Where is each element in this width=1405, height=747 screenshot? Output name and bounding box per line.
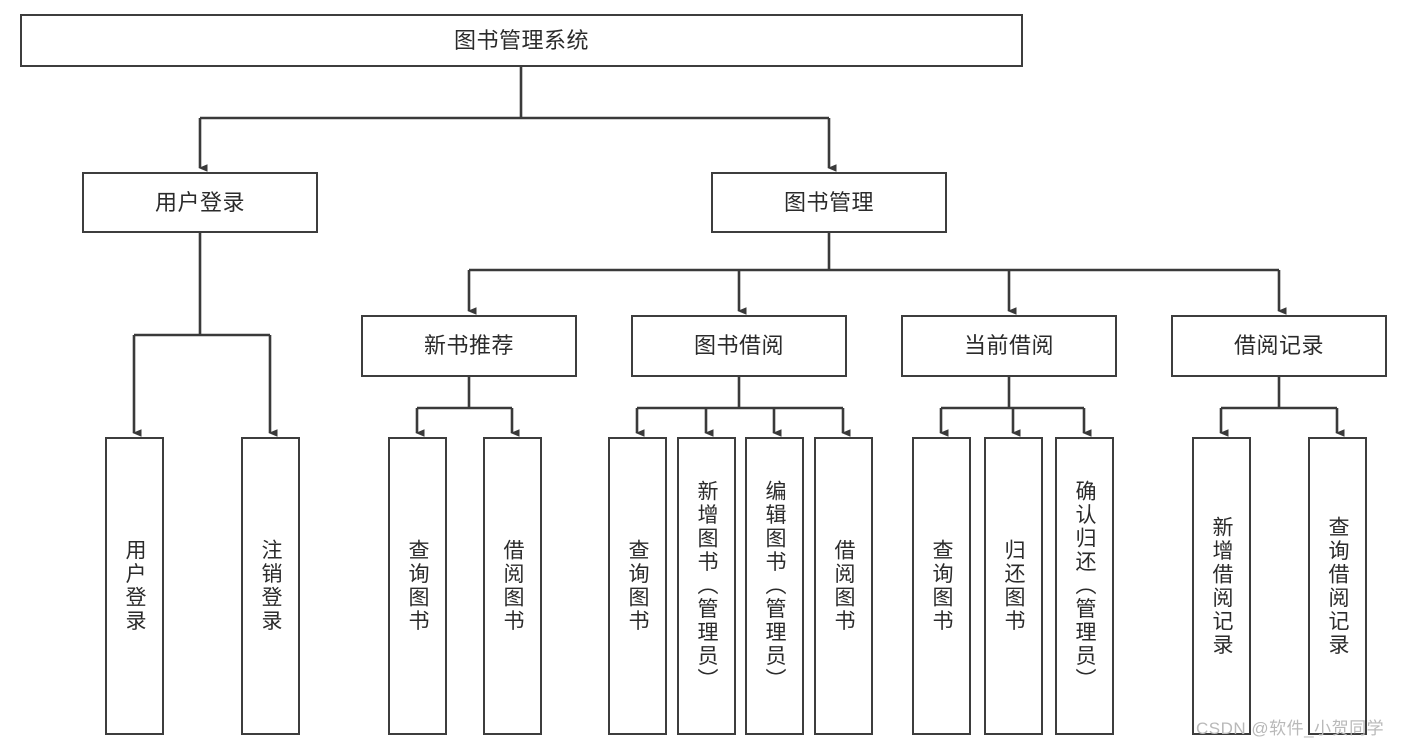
node-borrow-record-label: 借阅记录 [1233, 333, 1324, 359]
node-leaf-rec-add-label: 新增借阅记录 [1210, 515, 1233, 657]
node-leaf-cur-confirm-label: 确认归还（管理员） [1073, 480, 1096, 692]
node-leaf-borrow-edit-label: 编辑图书（管理员） [763, 480, 786, 692]
node-leaf-rec-borrow-label: 借阅图书 [501, 539, 524, 633]
node-book-borrow[interactable]: 图书借阅 [631, 315, 847, 377]
node-leaf-rec-query[interactable]: 查询图书 [388, 437, 447, 735]
node-root[interactable]: 图书管理系统 [20, 14, 1023, 67]
node-leaf-rec-query-label: 查询图书 [406, 539, 429, 633]
node-leaf-user-logout-label: 注销登录 [259, 539, 282, 633]
node-current-borrow-label: 当前借阅 [963, 333, 1054, 359]
node-leaf-borrow-add[interactable]: 新增图书（管理员） [677, 437, 736, 735]
node-leaf-cur-return-label: 归还图书 [1002, 539, 1025, 633]
node-book-borrow-label: 图书借阅 [693, 333, 784, 359]
node-book-manage-label: 图书管理 [783, 189, 874, 215]
node-borrow-record[interactable]: 借阅记录 [1171, 315, 1387, 377]
node-current-borrow[interactable]: 当前借阅 [901, 315, 1117, 377]
node-leaf-user-login-label: 用户登录 [123, 539, 146, 633]
node-leaf-rec-borrow[interactable]: 借阅图书 [483, 437, 542, 735]
node-user-login-label: 用户登录 [154, 189, 245, 215]
node-leaf-borrow-edit[interactable]: 编辑图书（管理员） [745, 437, 804, 735]
node-leaf-cur-query[interactable]: 查询图书 [912, 437, 971, 735]
node-leaf-borrow-do[interactable]: 借阅图书 [814, 437, 873, 735]
node-leaf-rec-find-label: 查询借阅记录 [1326, 515, 1349, 657]
node-leaf-cur-confirm[interactable]: 确认归还（管理员） [1055, 437, 1114, 735]
node-leaf-borrow-do-label: 借阅图书 [832, 539, 855, 633]
node-new-book-rec-label: 新书推荐 [423, 333, 514, 359]
node-leaf-rec-add[interactable]: 新增借阅记录 [1192, 437, 1251, 735]
node-leaf-user-login[interactable]: 用户登录 [105, 437, 164, 735]
node-root-label: 图书管理系统 [453, 27, 589, 53]
node-new-book-rec[interactable]: 新书推荐 [361, 315, 577, 377]
node-user-login[interactable]: 用户登录 [82, 172, 318, 233]
node-leaf-cur-return[interactable]: 归还图书 [984, 437, 1043, 735]
node-leaf-cur-query-label: 查询图书 [930, 539, 953, 633]
node-leaf-borrow-query-label: 查询图书 [626, 539, 649, 633]
node-leaf-rec-find[interactable]: 查询借阅记录 [1308, 437, 1367, 735]
node-leaf-borrow-query[interactable]: 查询图书 [608, 437, 667, 735]
node-leaf-borrow-add-label: 新增图书（管理员） [695, 480, 718, 692]
node-book-manage[interactable]: 图书管理 [711, 172, 947, 233]
node-leaf-user-logout[interactable]: 注销登录 [241, 437, 300, 735]
